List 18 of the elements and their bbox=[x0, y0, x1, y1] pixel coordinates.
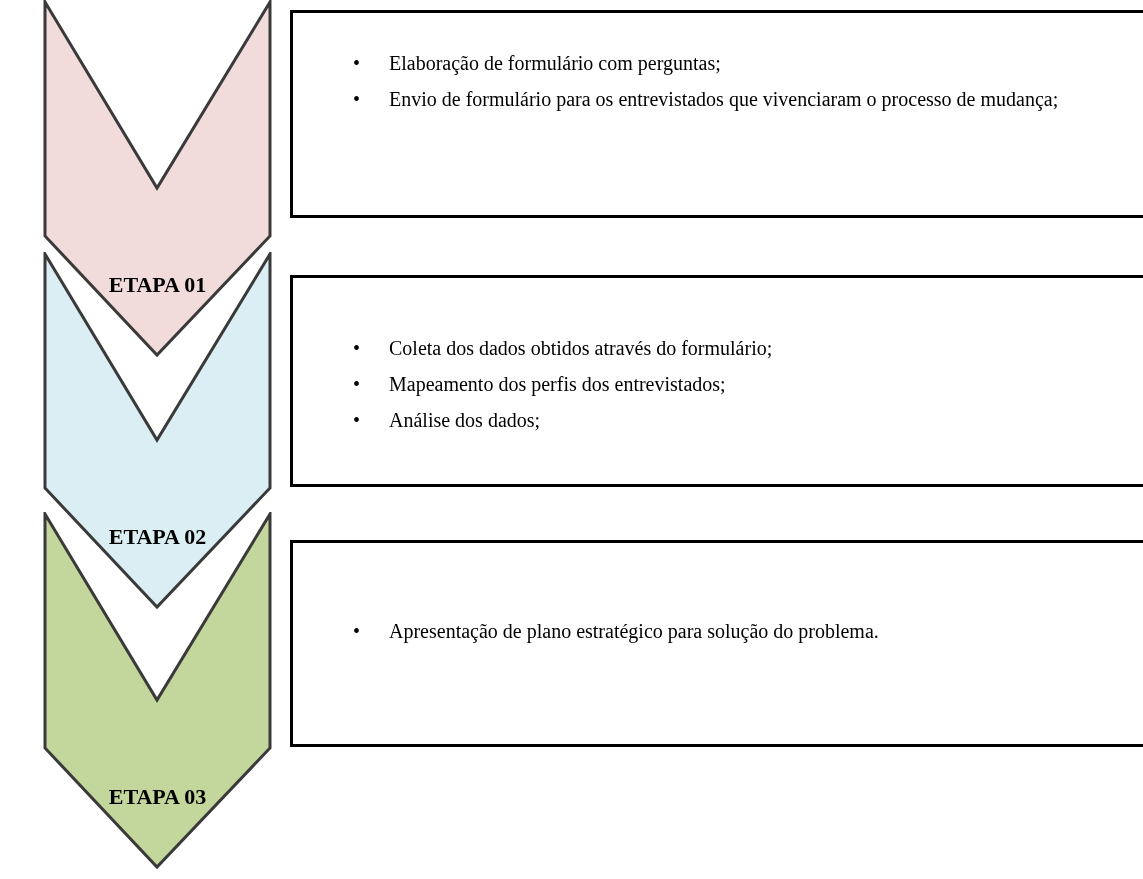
bullet-mark: • bbox=[353, 372, 360, 397]
description-box bbox=[290, 275, 1143, 487]
bullet-mark: • bbox=[353, 51, 360, 76]
step-label: ETAPA 03 bbox=[107, 784, 208, 810]
description-box bbox=[290, 540, 1143, 747]
bullet-text: Análise dos dados; bbox=[389, 408, 542, 433]
bullet-text: Apresentação de plano estratégico para solução do problema. bbox=[389, 619, 880, 645]
step-label: ETAPA 02 bbox=[107, 524, 208, 550]
bullet-mark: • bbox=[353, 336, 360, 361]
description-box bbox=[290, 10, 1143, 218]
bullet-text: Envio de formulário para os entrevistados que vivenciaram o processo de mudança; bbox=[389, 87, 1060, 113]
bullet-mark: • bbox=[353, 87, 360, 112]
bullet-text: Elaboração de formulário com perguntas; bbox=[389, 51, 722, 77]
bullet-mark: • bbox=[353, 408, 360, 433]
step-label: ETAPA 01 bbox=[107, 272, 208, 298]
bullet-text: Mapeamento dos perfis dos entrevistados; bbox=[389, 372, 727, 398]
bullet-mark: • bbox=[353, 619, 360, 644]
bullet-text: Coleta dos dados obtidos através do formulário; bbox=[389, 336, 774, 361]
